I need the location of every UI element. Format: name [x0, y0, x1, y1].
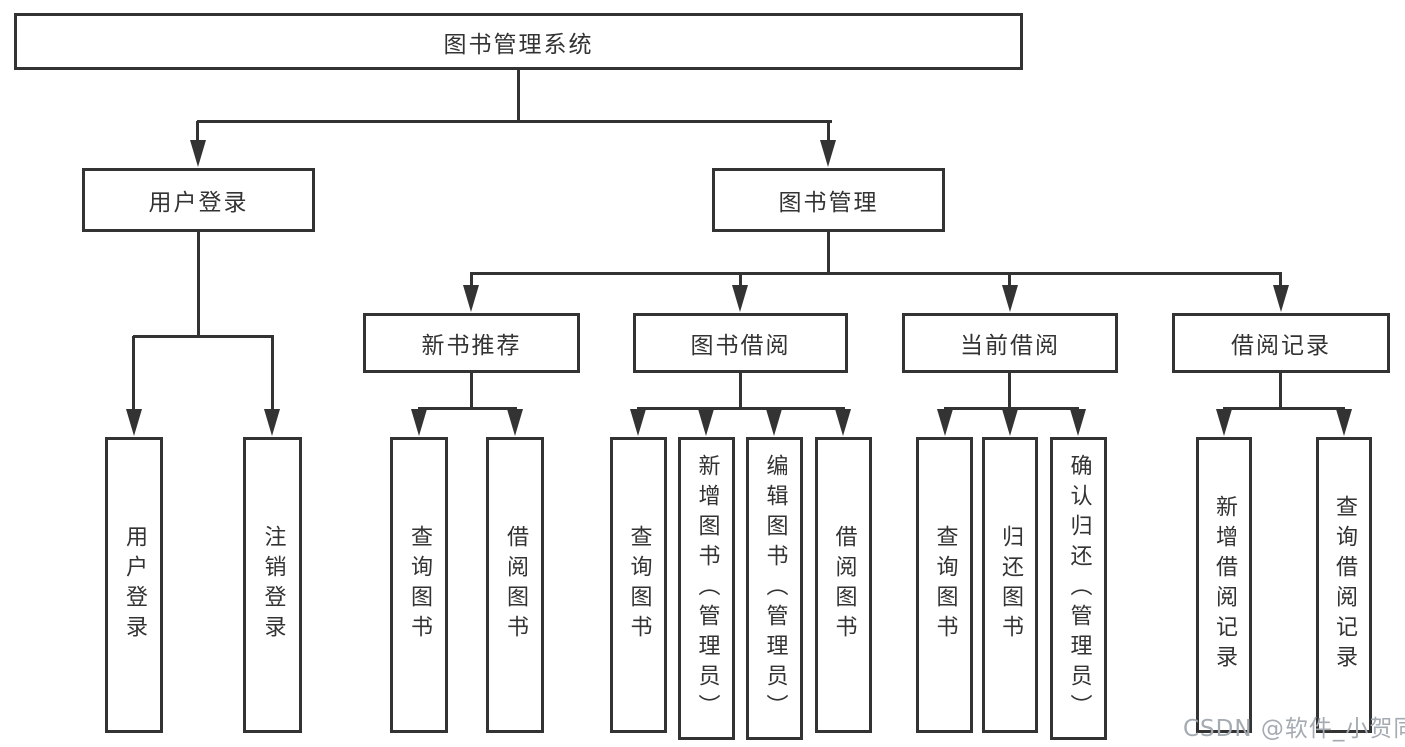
arrow-down-icon: [264, 409, 280, 436]
connector-line: [1279, 274, 1282, 287]
leaf-logout-label: 注销登录: [260, 525, 286, 645]
connector-line: [1279, 373, 1282, 407]
connector-line: [739, 373, 742, 407]
connector-line: [271, 336, 274, 411]
connector-line: [418, 407, 517, 410]
connector-line: [1223, 407, 1345, 410]
leaf-user-login: 用户登录: [105, 437, 163, 733]
leaf-current-return: 归还图书: [982, 437, 1038, 733]
arrow-down-icon: [507, 409, 523, 436]
leaf-borrow-add: 新增图书（管理员）: [678, 437, 735, 740]
leaf-borrow-edit: 编辑图书（管理员）: [746, 437, 803, 740]
node-book-borrow-label: 图书借阅: [690, 333, 791, 359]
arrow-down-icon: [1273, 285, 1289, 312]
leaf-current-return-label: 归还图书: [998, 525, 1023, 645]
connector-line: [637, 407, 845, 410]
arrow-down-icon: [1002, 409, 1018, 436]
connector-line: [1008, 373, 1011, 407]
watermark: CSDN @软件_小贺同学: [1183, 716, 1405, 742]
leaf-newbook-query: 查询图书: [390, 437, 448, 733]
node-book-mgmt-label: 图书管理: [778, 190, 879, 216]
connector-line: [1008, 274, 1011, 287]
leaf-newbook-borrow-label: 借阅图书: [503, 525, 528, 645]
arrow-down-icon: [937, 409, 953, 436]
connector-line: [827, 121, 830, 142]
node-user-login-label: 用户登录: [148, 190, 249, 216]
connector-line: [739, 274, 742, 287]
arrow-down-icon: [820, 140, 836, 167]
node-new-book: 新书推荐: [363, 313, 580, 373]
connector-line: [517, 68, 520, 123]
arrow-down-icon: [1070, 409, 1086, 436]
leaf-borrow-borrow-label: 借阅图书: [831, 525, 857, 645]
arrow-down-icon: [463, 285, 479, 312]
arrow-down-icon: [1002, 285, 1018, 312]
arrow-down-icon: [411, 409, 427, 436]
leaf-logout: 注销登录: [243, 437, 302, 733]
node-root-label: 图书管理系统: [443, 31, 594, 58]
node-borrow-record-label: 借阅记录: [1231, 333, 1331, 359]
leaf-current-query-label: 查询图书: [932, 525, 958, 645]
connector-line: [132, 336, 135, 411]
connector-line: [196, 121, 199, 142]
arrow-down-icon: [698, 409, 714, 436]
node-book-borrow: 图书借阅: [633, 313, 848, 373]
connector-line: [197, 232, 200, 335]
node-borrow-record: 借阅记录: [1172, 313, 1390, 373]
arrow-down-icon: [1336, 409, 1352, 436]
leaf-record-query: 查询借阅记录: [1316, 437, 1372, 733]
leaf-borrow-edit-label: 编辑图书（管理员）: [762, 453, 788, 724]
arrow-down-icon: [766, 409, 782, 436]
leaf-record-add: 新增借阅记录: [1196, 437, 1252, 733]
leaf-current-confirm-label: 确认归还（管理员）: [1066, 453, 1092, 724]
leaf-newbook-query-label: 查询图书: [407, 525, 432, 645]
connector-line: [827, 232, 830, 272]
arrow-down-icon: [126, 409, 142, 436]
leaf-newbook-borrow: 借阅图书: [486, 437, 544, 733]
leaf-current-confirm: 确认归还（管理员）: [1050, 437, 1107, 740]
arrow-down-icon: [630, 409, 646, 436]
leaf-current-query: 查询图书: [916, 437, 973, 733]
node-current-borrow: 当前借阅: [902, 313, 1118, 373]
node-book-mgmt: 图书管理: [712, 168, 945, 232]
node-user-login: 用户登录: [82, 168, 315, 232]
connector-line: [944, 407, 1079, 410]
connector-line: [197, 120, 832, 123]
connector-line: [470, 272, 1282, 275]
leaf-borrow-add-label: 新增图书（管理员）: [694, 453, 720, 724]
connector-line: [470, 373, 473, 407]
arrow-down-icon: [190, 140, 206, 167]
leaf-user-login-label: 用户登录: [122, 525, 147, 645]
leaf-record-add-label: 新增借阅记录: [1212, 495, 1237, 675]
leaf-borrow-query: 查询图书: [610, 437, 667, 733]
connector-line: [133, 335, 274, 338]
arrow-down-icon: [1216, 409, 1232, 436]
leaf-record-query-label: 查询借阅记录: [1332, 495, 1357, 675]
arrow-down-icon: [732, 285, 748, 312]
leaf-borrow-query-label: 查询图书: [626, 525, 652, 645]
node-new-book-label: 新书推荐: [421, 333, 522, 359]
node-current-borrow-label: 当前借阅: [960, 333, 1060, 359]
leaf-borrow-borrow: 借阅图书: [815, 437, 872, 733]
connector-line: [470, 274, 473, 287]
node-root: 图书管理系统: [14, 13, 1023, 70]
arrow-down-icon: [835, 409, 851, 436]
